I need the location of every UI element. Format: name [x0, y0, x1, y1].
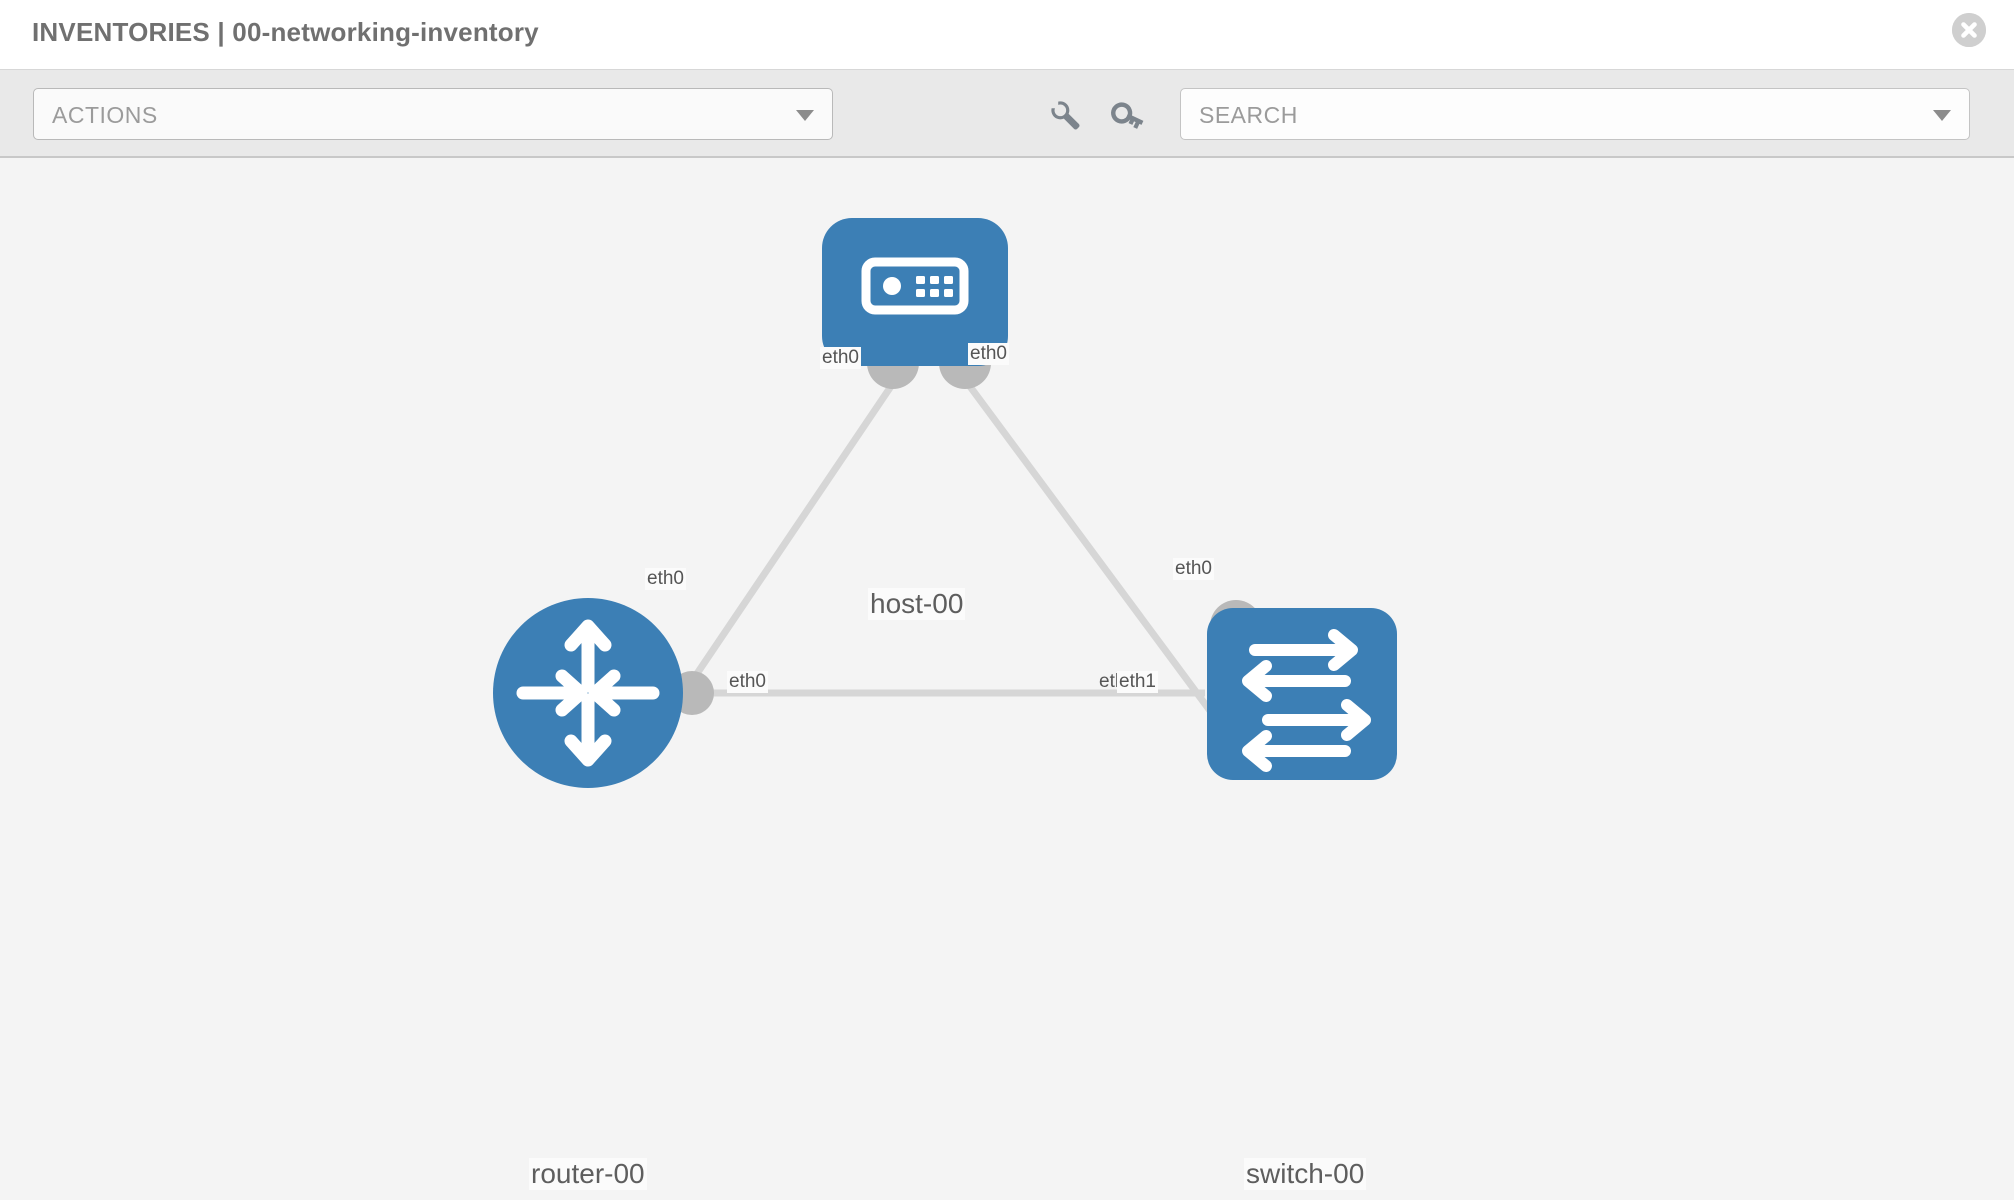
chevron-down-icon — [796, 110, 814, 121]
topology-canvas[interactable]: eth0 eth0 eth0 eth0 eth0 eth eth1 host-0… — [0, 158, 2014, 1200]
edge-label: eth0 — [1173, 558, 1214, 580]
edge-label: eth0 — [727, 671, 768, 693]
edge-label: eth0 — [968, 343, 1009, 365]
page-header: INVENTORIES | 00-networking-inventory — [0, 0, 2014, 70]
close-icon[interactable] — [1952, 13, 1986, 47]
node-host-00 — [822, 218, 1008, 366]
node-label-switch-00: switch-00 — [1244, 1158, 1367, 1190]
node-router-00 — [493, 598, 683, 788]
page-title: INVENTORIES | 00-networking-inventory — [32, 17, 539, 47]
server-appliance-icon — [861, 257, 969, 315]
wrench-icon[interactable] — [1046, 96, 1086, 136]
four-way-arrows-icon — [516, 619, 660, 767]
node-label-host-00: host-00 — [868, 588, 966, 620]
switch-arrows-icon — [1242, 629, 1371, 772]
actions-dropdown[interactable]: ACTIONS — [33, 88, 833, 140]
topology-svg — [493, 218, 1397, 788]
search-input[interactable]: SEARCH — [1180, 88, 1970, 140]
actions-dropdown-label: ACTIONS — [52, 102, 158, 128]
key-icon[interactable] — [1108, 96, 1148, 136]
chevron-down-icon[interactable] — [1933, 110, 1951, 121]
node-switch-00 — [1207, 608, 1397, 780]
toolbar: ACTIONS — [0, 70, 2014, 158]
search-placeholder: SEARCH — [1199, 102, 1298, 128]
edge-label: eth0 — [645, 568, 686, 590]
edge-label: eth0 — [820, 347, 861, 369]
node-label-router-00: router-00 — [529, 1158, 647, 1190]
edge-label: eth1 — [1117, 671, 1158, 693]
